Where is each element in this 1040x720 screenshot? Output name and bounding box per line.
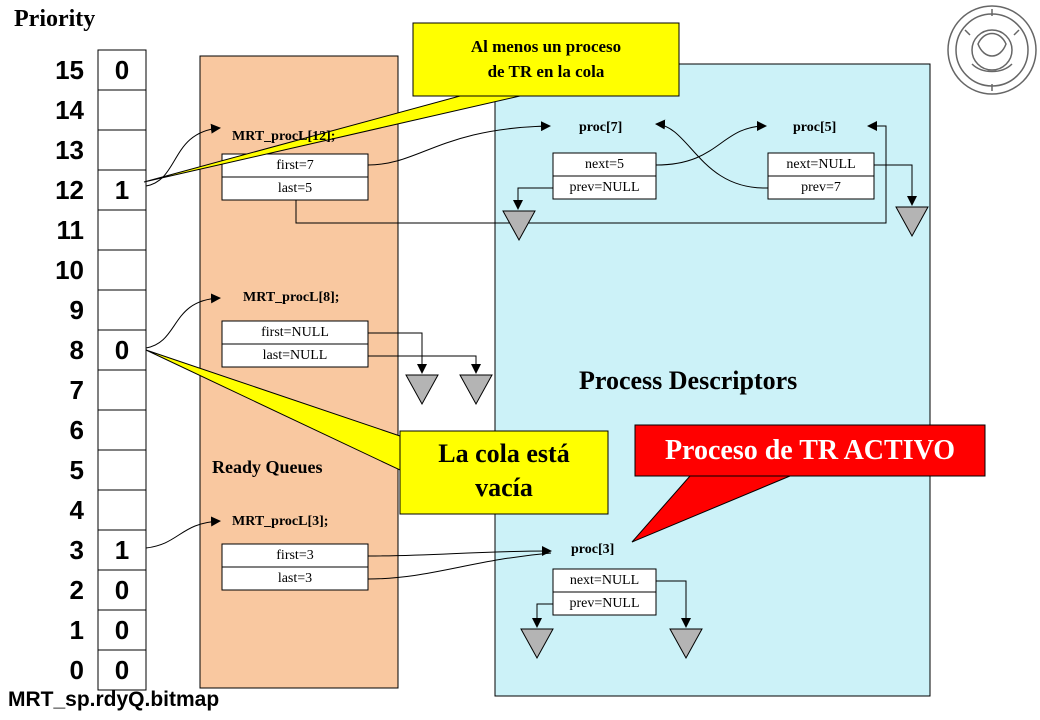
link-proc7-next [655,121,767,166]
queue-8-label: MRT_procL[8]; [243,290,340,305]
university-seal [947,5,1037,95]
priority-label: 4 [69,495,84,525]
bitmap-cell: 1 [114,535,130,565]
page-title: Priority [14,6,96,32]
queue-8-first: first=NULL [261,325,329,340]
null-triangle [405,374,439,406]
link-proc7-prev-null [513,187,553,210]
priority-label: 14 [55,95,84,125]
priority-label: 8 [69,335,84,365]
queue-12-last: last=5 [277,181,313,196]
priority-label: 10 [55,255,84,285]
bitmap-cell: 0 [114,55,130,85]
ready-queues-label: Ready Queues [212,457,323,477]
link-q8-first-null [368,332,427,374]
callout-top-box [412,22,680,97]
process-descriptors-label: Process Descriptors [579,366,798,395]
callout-top-text: Al menos un proceso de TR en la cola [413,34,679,84]
callout-empty-box [399,430,609,515]
proc3-label: proc[3] [571,542,615,557]
queue-12-box [221,153,369,201]
priority-label: 1 [69,615,84,645]
priority-label: 7 [69,375,84,405]
proc7-prev: prev=NULL [569,180,640,195]
link-bit3-queue3 [145,516,221,549]
queue-3-box [221,543,369,591]
queue-3-first: first=3 [276,548,314,563]
proc5-label: proc[5] [793,120,837,135]
null-triangle [669,628,703,660]
null-triangle [520,628,554,660]
proc7-box [552,152,657,200]
callout-empty-line1: La cola está [438,439,570,468]
bitmap-column [97,49,147,691]
callout-top-line2: de TR en la cola [487,62,605,81]
null-triangle [502,210,536,242]
bitmap-cell: 0 [114,655,130,685]
callout-active-text: Proceso de TR ACTIVO [664,435,956,466]
bitmap-cell: 0 [114,575,130,605]
null-triangle [459,374,493,406]
priority-label: 13 [55,135,84,165]
priority-label: 9 [69,295,84,325]
priority-label: 6 [69,415,84,445]
callout-empty-text: La cola está vacía [400,437,608,505]
link-q3-first [367,546,552,557]
queue-8-box [221,320,369,368]
link-proc5-prev [655,119,769,189]
proc7-next: next=5 [585,157,624,172]
queue-12-label: MRT_procL[12]; [232,129,336,144]
proc3-next: next=NULL [569,573,640,588]
proc5-box [767,152,875,200]
link-bit8-queue8 [145,293,221,349]
proc5-next: next=NULL [786,157,856,172]
callout-active-box [634,424,986,477]
null-triangle [895,206,929,238]
queue-8-last: last=NULL [262,348,328,363]
link-bit12-queue12 [145,123,221,187]
link-q8-last-null [368,355,481,374]
callout-empty-line2: vacía [475,473,533,502]
proc3-prev: prev=NULL [569,596,640,611]
footer-label: MRT_sp.rdyQ.bitmap [8,688,220,711]
priority-label: 0 [69,655,84,685]
priority-label: 12 [55,175,84,205]
link-last-proc5 [295,121,887,224]
priority-label: 15 [55,55,84,85]
callout-top-line1: Al menos un proceso [470,37,622,56]
link-first-proc7 [367,121,551,166]
link-q3-last [367,552,552,580]
link-proc3-prev-null [532,603,553,628]
link-proc3-next-null [656,580,691,628]
queue-3-label: MRT_procL[3]; [232,514,329,529]
priority-label: 11 [56,215,85,245]
ready-queues-panel [199,55,399,689]
priority-label: 5 [69,455,84,485]
bitmap-cell: 0 [114,615,130,645]
priority-label: 3 [69,535,84,565]
proc7-label: proc[7] [579,120,623,135]
bitmap-cell: 1 [114,175,130,205]
queue-3-last: last=3 [277,571,313,586]
link-proc5-next-null [874,164,917,206]
proc3-box [552,568,657,616]
queue-12-first: first=7 [276,158,314,173]
bitmap-cell: 0 [114,335,130,365]
proc5-prev: prev=7 [801,180,841,195]
priority-label: 2 [69,575,84,605]
